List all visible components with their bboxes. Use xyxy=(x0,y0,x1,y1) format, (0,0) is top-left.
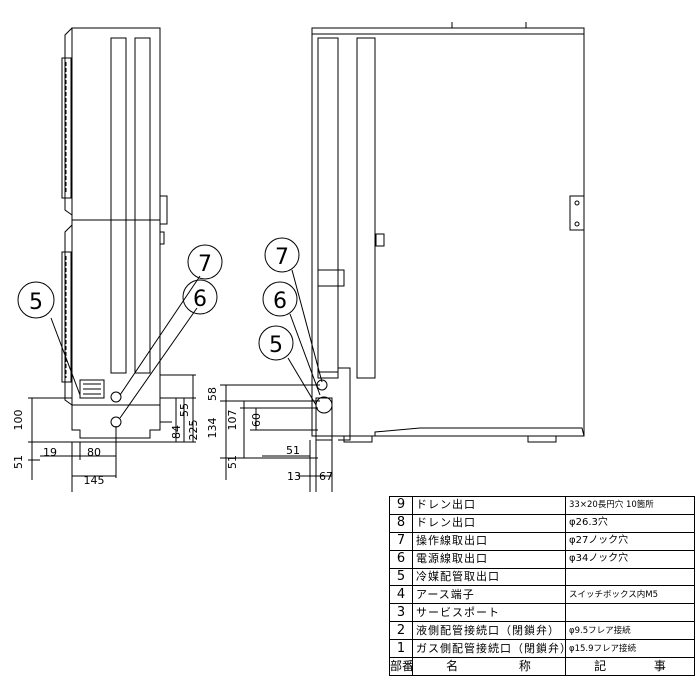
dim-51-front-bottom: 51 xyxy=(286,444,300,457)
dim-80: 80 xyxy=(87,446,101,459)
part-note: φ27ノック穴 xyxy=(565,531,695,551)
header-name-1: 名 xyxy=(446,659,460,674)
dim-60: 60 xyxy=(250,413,263,427)
part-note: スイッチボックス内M5 xyxy=(565,585,695,605)
dim-107: 107 xyxy=(226,410,239,431)
callout-7-front: 7 xyxy=(275,245,289,270)
dim-58: 58 xyxy=(206,387,219,401)
part-number: 7 xyxy=(389,531,413,551)
part-name: ドレン出口 xyxy=(412,513,566,533)
part-note: φ26.3穴 xyxy=(565,513,695,533)
dim-51-side: 51 xyxy=(12,455,25,469)
header-name: 名 称 xyxy=(412,657,566,676)
dim-13: 13 xyxy=(287,470,301,483)
part-name: 電源線取出口 xyxy=(412,549,566,569)
part-name: ガス側配管接続口（閉鎖弁） xyxy=(412,639,566,659)
part-name: アース端子 xyxy=(412,585,566,605)
dim-55: 55 xyxy=(178,403,191,417)
part-note xyxy=(565,567,695,587)
callout-5-side: 5 xyxy=(29,290,43,315)
dim-19: 19 xyxy=(43,446,57,459)
callout-6-side: 6 xyxy=(193,287,207,312)
side-view xyxy=(17,27,223,492)
header-note: 記 事 xyxy=(565,657,695,676)
part-number: 4 xyxy=(389,585,413,605)
dim-67: 67 xyxy=(319,470,333,483)
part-note: φ34ノック穴 xyxy=(565,549,695,569)
part-number: 3 xyxy=(389,603,413,623)
dim-225: 225 xyxy=(187,420,200,441)
callout-5-front: 5 xyxy=(269,333,283,358)
header-name-2: 称 xyxy=(518,659,532,674)
part-name: 操作線取出口 xyxy=(412,531,566,551)
part-name: サービスポート xyxy=(412,603,566,623)
part-note: φ9.5フレア接続 xyxy=(565,621,695,641)
part-number: 6 xyxy=(389,549,413,569)
part-name: ドレン出口 xyxy=(412,496,566,515)
dim-100: 100 xyxy=(12,410,25,431)
part-number: 1 xyxy=(389,639,413,659)
part-number: 9 xyxy=(389,496,413,515)
part-name: 液側配管接続口（閉鎖弁） xyxy=(412,621,566,641)
parts-header-row: 部番 名 称 記 事 xyxy=(389,657,695,676)
dim-134: 134 xyxy=(206,418,219,439)
header-no: 部番 xyxy=(389,657,413,676)
dim-84: 84 xyxy=(170,425,183,439)
part-name: 冷媒配管取出口 xyxy=(412,567,566,587)
header-note-1: 記 xyxy=(594,659,607,674)
callout-7-side: 7 xyxy=(198,252,212,277)
part-number: 8 xyxy=(389,513,413,533)
dim-51-front-left: 51 xyxy=(226,455,239,469)
callout-6-front: 6 xyxy=(273,289,287,314)
part-number: 5 xyxy=(389,567,413,587)
part-number: 2 xyxy=(389,621,413,641)
part-note xyxy=(565,603,695,623)
part-note: φ15.9フレア接続 xyxy=(565,639,695,659)
unit-front-view xyxy=(311,22,585,443)
parts-table-header: 部番 名 称 記 事 xyxy=(389,657,695,676)
dim-145: 145 xyxy=(84,474,105,487)
header-note-2: 事 xyxy=(653,659,666,674)
front-view xyxy=(220,237,333,492)
part-note: 33×20長円穴 10箇所 xyxy=(565,496,695,515)
